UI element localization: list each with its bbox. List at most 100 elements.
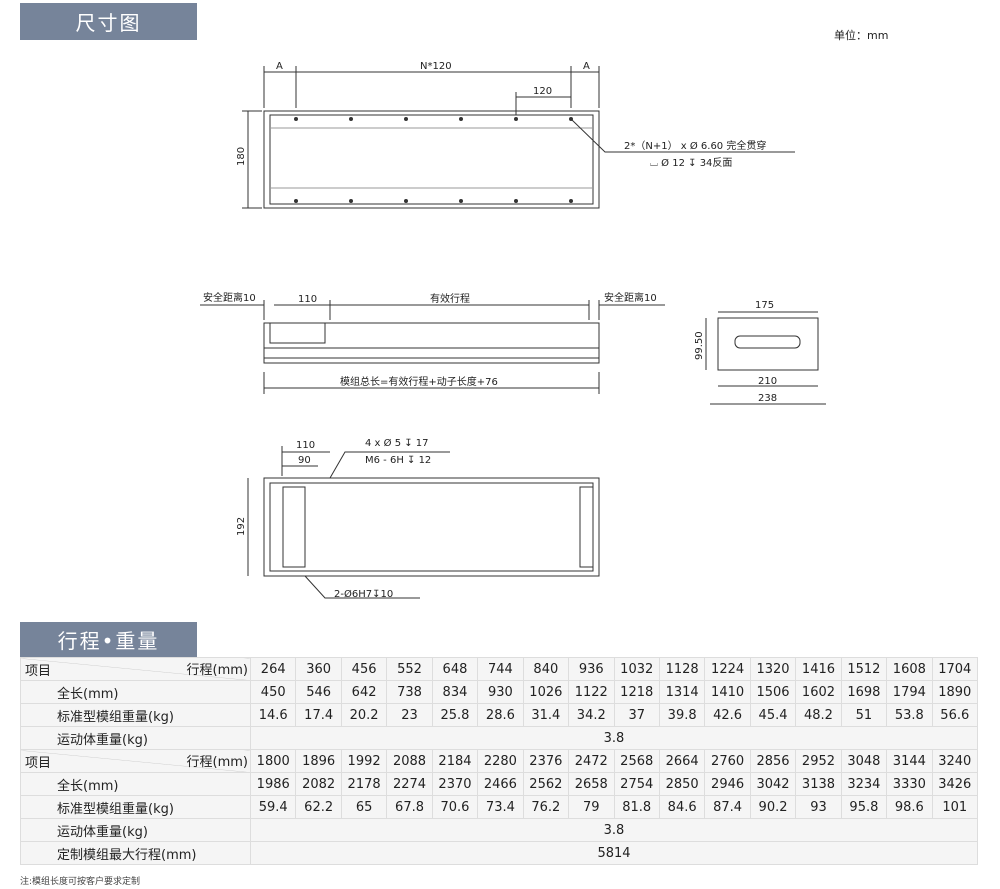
top-view-drawing: A N*120 A 120 180 2*（N+1） x Ø 6.60 完全贯穿 … — [236, 61, 795, 209]
item-label: 项目 — [25, 664, 52, 679]
dim-pitch: 120 — [533, 86, 552, 97]
table-cell: 81.8 — [613, 795, 660, 819]
table-cell: 23 — [386, 703, 433, 727]
stroke-header: 行程(mm) — [186, 663, 248, 678]
table-cell: 642 — [340, 680, 388, 704]
side-view-drawing: 安全距离10 110 有效行程 安全距离10 模组总长=有效行程+动子长度+76 — [200, 291, 665, 394]
table-cell: 79 — [568, 795, 615, 819]
dim-90: 90 — [298, 455, 311, 466]
table-cell: 1218 — [613, 680, 660, 704]
table-cell: 1410 — [704, 680, 751, 704]
table-cell: 14.6 — [249, 703, 297, 727]
table-cell: 2754 — [613, 772, 660, 796]
table-cell: 2082 — [295, 772, 342, 796]
table-cell: 2946 — [704, 772, 751, 796]
table-cell: 1800 — [249, 749, 297, 773]
table-cell: 84.6 — [658, 795, 706, 819]
table-cell: 3426 — [931, 772, 979, 796]
table-cell: 264 — [249, 657, 297, 681]
table-cell: 2280 — [477, 749, 524, 773]
table-cell: 20.2 — [340, 703, 388, 727]
table-cell: 45.4 — [749, 703, 797, 727]
table-cell: 全长(mm) — [20, 680, 251, 704]
table-cell: 2568 — [613, 749, 660, 773]
table-row-mover: 运动体重量(kg)3.8 — [20, 818, 978, 842]
hole-note-bottom: 4 x Ø 5 ↧ 17 — [365, 437, 429, 449]
stroke-header: 行程(mm) — [186, 755, 248, 770]
safe-distance-right: 安全距离10 — [604, 291, 657, 304]
table-cell: 5814 — [250, 841, 978, 865]
table-cell: 2370 — [431, 772, 479, 796]
table-cell: 1314 — [658, 680, 706, 704]
table-cell: 2856 — [749, 749, 797, 773]
table-cell: 2178 — [340, 772, 388, 796]
pin-hole-note: 2-Ø6H7↧10 — [334, 588, 393, 600]
table-cell: 738 — [386, 680, 433, 704]
table-cell: 2952 — [795, 749, 842, 773]
table-cell: 48.2 — [795, 703, 842, 727]
dim-110: 110 — [298, 294, 317, 305]
table-cell: 73.4 — [477, 795, 524, 819]
table-cell: 3240 — [931, 749, 979, 773]
table-cell: 1986 — [249, 772, 297, 796]
table-cell: 1512 — [840, 657, 888, 681]
dim-238: 238 — [758, 393, 777, 404]
table-cell: 37 — [613, 703, 660, 727]
table-cell: 1992 — [340, 749, 388, 773]
table-cell: 51 — [840, 703, 888, 727]
table-cell: 1704 — [931, 657, 979, 681]
dim-192: 192 — [236, 517, 247, 536]
table-cell: 101 — [931, 795, 979, 819]
table-cell: 28.6 — [477, 703, 524, 727]
table-cell: 1506 — [749, 680, 797, 704]
table-cell: 93 — [795, 795, 842, 819]
table-cell: 2466 — [477, 772, 524, 796]
table-cell: 360 — [295, 657, 342, 681]
table-cell: 3138 — [795, 772, 842, 796]
table-cell: 2472 — [568, 749, 615, 773]
header-diagonal-cell: 项目 行程(mm) — [20, 749, 251, 773]
dim-210: 210 — [758, 376, 777, 387]
table-cell: 42.6 — [704, 703, 751, 727]
section-title-stroke-weight: 行程•重量 — [20, 622, 197, 657]
dim-99-50: 99.50 — [694, 331, 705, 360]
table-cell: 648 — [431, 657, 479, 681]
table-cell: 1224 — [704, 657, 751, 681]
table-cell: 53.8 — [886, 703, 933, 727]
table-cell: 56.6 — [931, 703, 979, 727]
table-cell: 62.2 — [295, 795, 342, 819]
table-cell: 3.8 — [250, 726, 978, 750]
table-cell: 840 — [522, 657, 570, 681]
table-cell: 2850 — [658, 772, 706, 796]
table-cell: 95.8 — [840, 795, 888, 819]
table-cell: 1128 — [658, 657, 706, 681]
table-cell: 450 — [249, 680, 297, 704]
table-cell: 1026 — [522, 680, 570, 704]
item-label: 项目 — [25, 756, 52, 771]
dim-n120: N*120 — [420, 61, 452, 72]
table-cell: 834 — [431, 680, 479, 704]
table-cell: 39.8 — [658, 703, 706, 727]
dim-height: 180 — [236, 147, 247, 166]
dimension-drawings: A N*120 A 120 180 2*（N+1） x Ø 6.60 完全贯穿 … — [200, 61, 826, 600]
total-length-formula: 模组总长=有效行程+动子长度+76 — [340, 375, 498, 388]
table-cell: 定制模组最大行程(mm) — [20, 841, 251, 865]
table-cell: 87.4 — [704, 795, 751, 819]
table-cell: 936 — [568, 657, 615, 681]
hole-note: 2*（N+1） x Ø 6.60 完全贯穿 — [624, 139, 766, 152]
table-cell: 1698 — [840, 680, 888, 704]
table-cell: 1032 — [613, 657, 660, 681]
table-cell: 全长(mm) — [20, 772, 251, 796]
table-cell: 3144 — [886, 749, 933, 773]
table-cell: 90.2 — [749, 795, 797, 819]
table-cell: 1122 — [568, 680, 615, 704]
dim-a-left: A — [276, 61, 283, 72]
table-cell: 1608 — [886, 657, 933, 681]
dim-a-right: A — [583, 61, 590, 72]
table-cell: 744 — [477, 657, 524, 681]
